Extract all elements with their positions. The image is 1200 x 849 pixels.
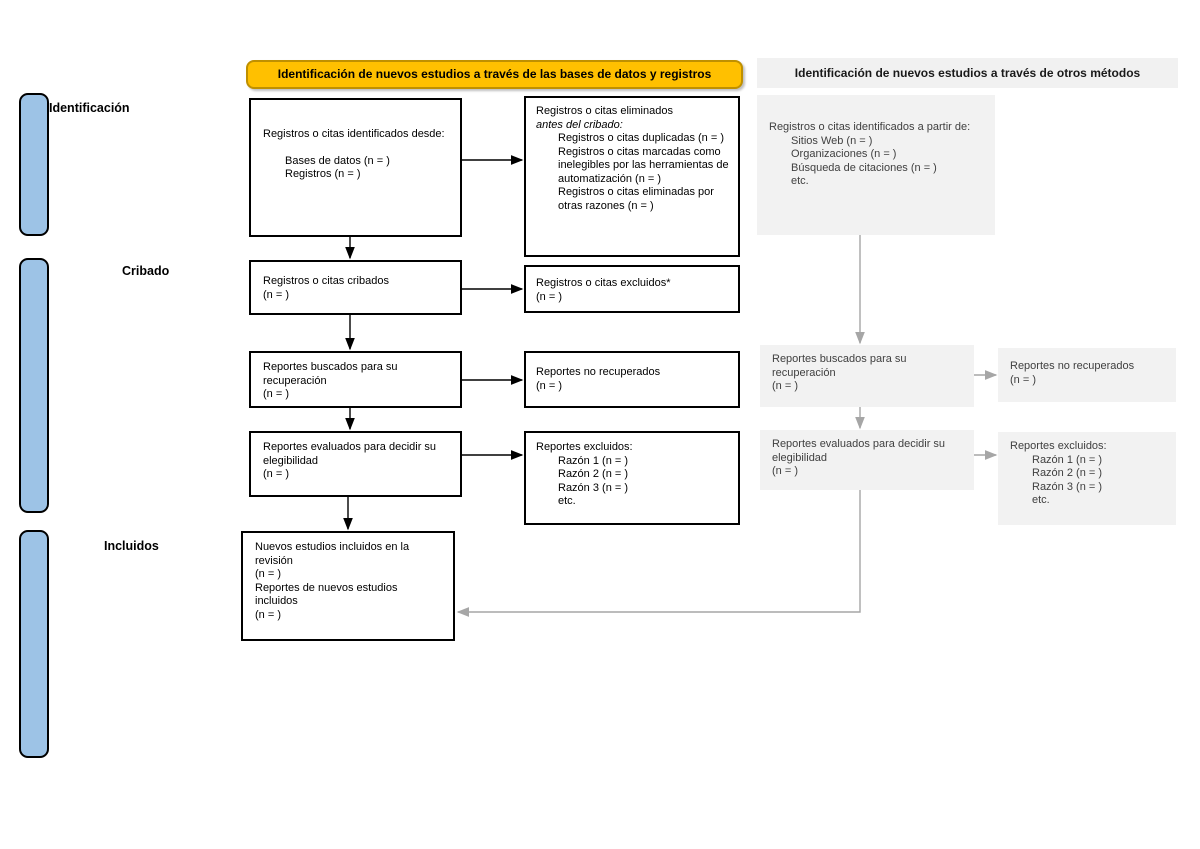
list-item: Razón 1 (n = ) — [1032, 453, 1103, 466]
box-line: Nuevos estudios incluidos en la revisión — [255, 541, 410, 567]
stage-label-screening: Cribado — [122, 264, 170, 278]
box-reports-not-retrieved: Reportes no recuperados (n = ) — [524, 351, 740, 408]
list-item: Registros o citas marcadas como inelegib… — [558, 145, 729, 185]
box-head: Registros o citas identificados desde: — [263, 128, 445, 140]
box-count: (n = ) — [536, 290, 562, 303]
list-item: Razón 1 (n = ) — [558, 454, 629, 467]
box-other-reports-excluded-reasons: Reportes excluidos: Razón 1 (n = ) Razón… — [998, 432, 1176, 525]
box-records-removed-before-screening: Registros o citas eliminados antes del c… — [524, 96, 740, 257]
list-item: etc. — [558, 495, 576, 507]
box-count: (n = ) — [263, 288, 289, 301]
box-line: Registros o citas excluidos* — [536, 277, 671, 289]
list-item: Razón 3 (n = ) — [558, 481, 629, 494]
box-new-studies-included: Nuevos estudios incluidos en la revisión… — [241, 531, 455, 641]
stage-label-included: Incluidos — [104, 539, 159, 553]
box-head-italic: antes del cribado: — [536, 118, 623, 131]
box-line: Reportes no recuperados — [1010, 360, 1135, 372]
box-head: Registros o citas eliminados — [536, 105, 673, 117]
stage-bar-identification — [19, 93, 49, 236]
box-reports-assessed: Reportes evaluados para decidir su elegi… — [249, 431, 462, 497]
box-line: Reportes evaluados para decidir su elegi… — [772, 438, 946, 464]
box-count: (n = ) — [263, 388, 289, 400]
stage-label-identification: Identificación — [49, 101, 130, 115]
box-count: (n = ) — [772, 465, 798, 477]
list-item: Razón 2 (n = ) — [558, 468, 629, 480]
list-item: Registros o citas duplicadas (n = ) — [558, 132, 724, 144]
box-records-excluded: Registros o citas excluidos* (n = ) — [524, 265, 740, 313]
box-line: Reportes evaluados para decidir su elegi… — [263, 441, 437, 467]
box-count: (n = ) — [255, 608, 281, 621]
box-line: Reportes de nuevos estudios incluidos — [255, 581, 398, 608]
box-other-reports-not-retrieved: Reportes no recuperados (n = ) — [998, 348, 1176, 402]
list-item: Registros (n = ) — [285, 168, 361, 180]
box-other-reports-sought: Reportes buscados para su recuperación (… — [760, 345, 974, 407]
box-line: Reportes no recuperados — [536, 366, 661, 378]
box-head: Reportes excluidos: — [1010, 440, 1107, 452]
box-head: Reportes excluidos: — [536, 441, 633, 453]
box-count: (n = ) — [1010, 373, 1036, 386]
box-count: (n = ) — [255, 568, 281, 580]
box-count: (n = ) — [536, 379, 562, 392]
box-reports-excluded-reasons: Reportes excluidos: Razón 1 (n = ) Razón… — [524, 431, 740, 525]
stage-bar-screening — [19, 258, 49, 513]
list-item: Sitios Web (n = ) — [791, 134, 873, 147]
list-item: etc. — [791, 175, 809, 187]
box-line: Registros o citas cribados — [263, 275, 389, 287]
list-item: Razón 2 (n = ) — [1032, 467, 1103, 479]
list-item: Razón 3 (n = ) — [1032, 480, 1103, 493]
box-records-screened: Registros o citas cribados (n = ) — [249, 260, 462, 315]
list-item: etc. — [1032, 494, 1050, 506]
list-item: Organizaciones (n = ) — [791, 148, 897, 160]
box-records-identified-other-methods: Registros o citas identificados a partir… — [757, 95, 995, 235]
header-databases-registers: Identificación de nuevos estudios a trav… — [246, 60, 743, 89]
box-count: (n = ) — [772, 380, 798, 392]
box-other-reports-assessed: Reportes evaluados para decidir su elegi… — [760, 430, 974, 490]
box-count: (n = ) — [263, 468, 289, 480]
box-line: Reportes buscados para su recuperación — [772, 353, 907, 379]
box-line: Reportes buscados para su recuperación — [263, 361, 398, 387]
box-head: Registros o citas identificados a partir… — [769, 121, 971, 133]
list-item: Búsqueda de citaciones (n = ) — [791, 161, 937, 174]
list-item: Registros o citas eliminadas por otras r… — [558, 186, 714, 212]
list-item: Bases de datos (n = ) — [285, 154, 390, 167]
stage-bar-included — [19, 530, 49, 758]
box-records-identified-databases: Registros o citas identificados desde: B… — [249, 98, 462, 237]
box-reports-sought: Reportes buscados para su recuperación (… — [249, 351, 462, 408]
header-other-methods: Identificación de nuevos estudios a trav… — [757, 58, 1178, 88]
